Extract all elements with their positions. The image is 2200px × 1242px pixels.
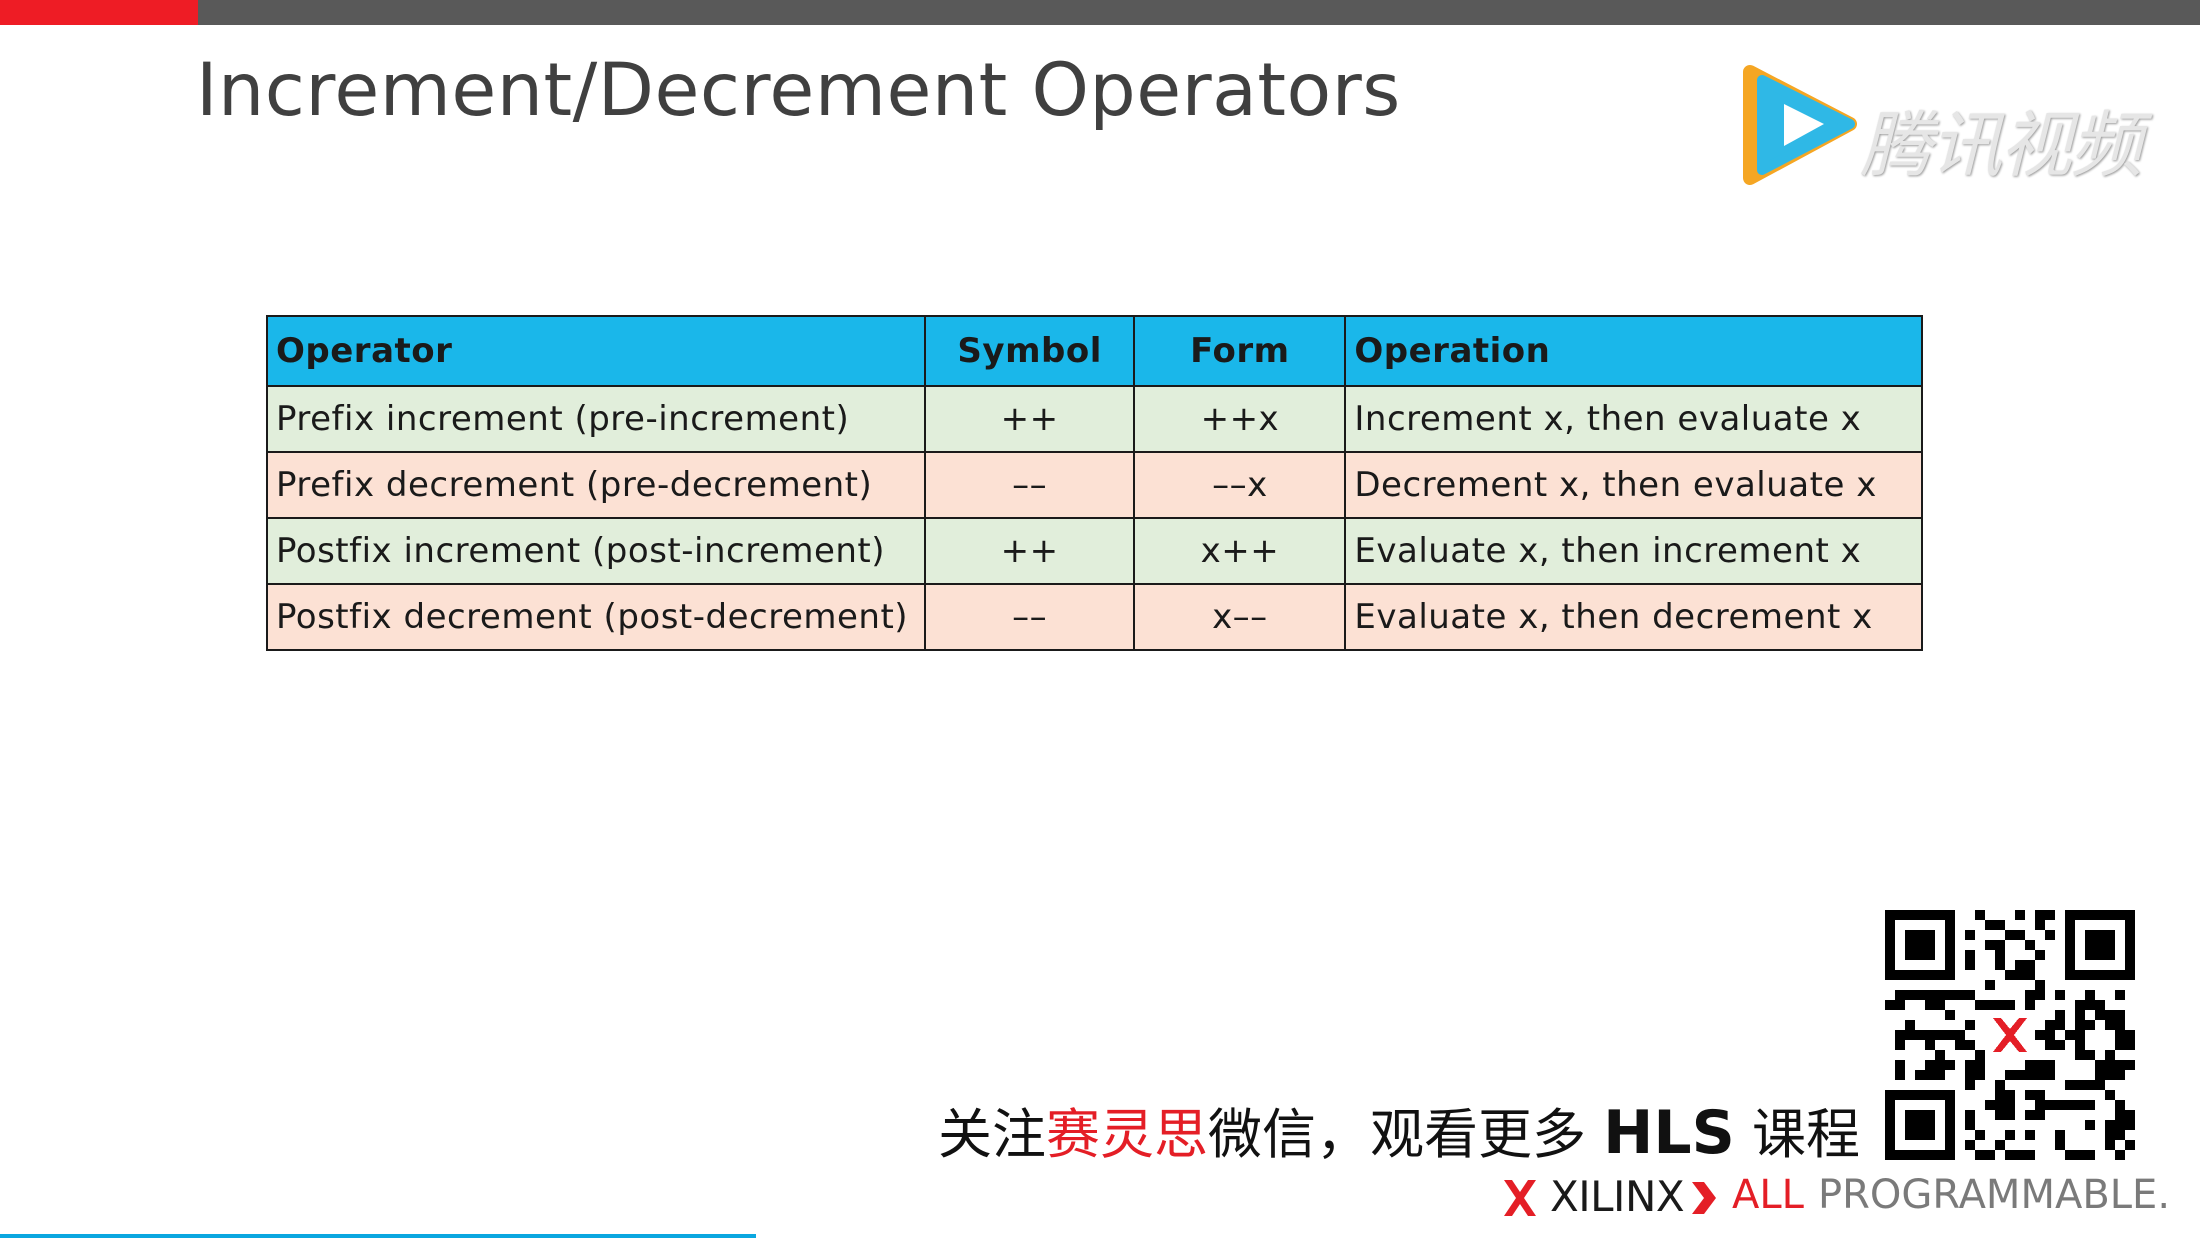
video-progress-bar[interactable]: [0, 1234, 756, 1238]
brand-xilinx: XILINX: [1550, 1172, 1685, 1221]
tencent-video-watermark: 腾讯视频: [1732, 58, 2152, 188]
caption-highlight: 赛灵思: [1046, 1103, 1208, 1166]
caption-prefix: 关注: [938, 1103, 1046, 1166]
symbol-cell: ++: [923, 517, 1136, 585]
symbol-cell: ––: [923, 583, 1136, 651]
table-row: Prefix increment (pre-increment) ++ ++x …: [266, 385, 1923, 453]
header-operation: Operation: [1344, 315, 1923, 387]
operation-cell: Increment x, then evaluate x: [1344, 385, 1923, 453]
slide-progress-indicator: [0, 0, 198, 25]
brand-all: ALL: [1732, 1172, 1804, 1218]
operator-cell: Prefix decrement (pre-decrement): [266, 451, 926, 519]
header-form: Form: [1133, 315, 1347, 387]
operation-cell: Evaluate x, then increment x: [1344, 517, 1923, 585]
caption-hls: HLS: [1603, 1098, 1735, 1168]
operator-cell: Postfix decrement (post-decrement): [266, 583, 926, 651]
wechat-qr-code-icon[interactable]: [1885, 910, 2135, 1160]
tencent-video-play-icon: [1743, 65, 1857, 185]
top-bar: [0, 0, 2200, 25]
header-operator: Operator: [266, 315, 926, 387]
watermark-text: 腾讯视频: [1860, 103, 2142, 187]
symbol-cell: ++: [923, 385, 1136, 453]
wechat-follow-caption: 关注赛灵思微信，观看更多 HLS 课程: [938, 1090, 1860, 1169]
form-cell: ––x: [1133, 451, 1347, 519]
chevron-right-icon: [1692, 1182, 1716, 1214]
table-row: Postfix decrement (post-decrement) –– x–…: [266, 583, 1923, 651]
xilinx-logo-icon: [1504, 1180, 1536, 1216]
brand-programmable: PROGRAMMABLE.: [1818, 1172, 2171, 1218]
table-row: Prefix decrement (pre-decrement) –– ––x …: [266, 451, 1923, 519]
xilinx-brand: XILINX ALL PROGRAMMABLE.: [1500, 1172, 2170, 1222]
operator-cell: Prefix increment (pre-increment): [266, 385, 926, 453]
form-cell: ++x: [1133, 385, 1347, 453]
table-header-row: Operator Symbol Form Operation: [266, 315, 1923, 387]
caption-middle: 微信，观看更多: [1208, 1103, 1604, 1166]
header-symbol: Symbol: [923, 315, 1136, 387]
operation-cell: Decrement x, then evaluate x: [1344, 451, 1923, 519]
slide-title: Increment/Decrement Operators: [196, 48, 1401, 133]
symbol-cell: ––: [923, 451, 1136, 519]
table-row: Postfix increment (post-increment) ++ x+…: [266, 517, 1923, 585]
operation-cell: Evaluate x, then decrement x: [1344, 583, 1923, 651]
operator-cell: Postfix increment (post-increment): [266, 517, 926, 585]
form-cell: x++: [1133, 517, 1347, 585]
form-cell: x––: [1133, 583, 1347, 651]
caption-suffix: 课程: [1734, 1103, 1861, 1166]
operators-table: Operator Symbol Form Operation Prefix in…: [266, 315, 1923, 651]
